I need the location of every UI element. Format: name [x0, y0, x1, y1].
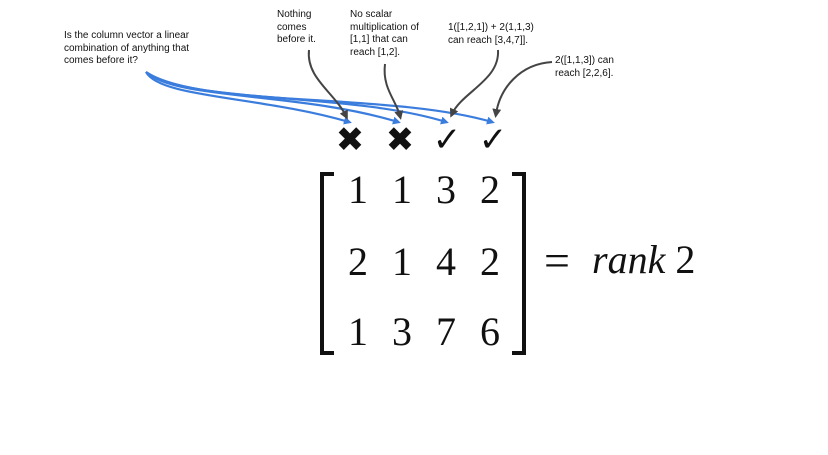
rank-value: 2 — [675, 237, 696, 282]
checkmark-icon: ✓ — [432, 120, 462, 160]
cross-icon: ✖ — [385, 120, 415, 160]
annotation-no-scalar: No scalar multiplication of [1,1] that c… — [350, 9, 419, 58]
matrix-cell: 4 — [436, 239, 456, 284]
matrix-cell: 3 — [436, 167, 456, 212]
gray-arrow-nothing — [307, 49, 348, 120]
matrix-cell: 2 — [348, 239, 368, 284]
gray-arrow-lincomb — [449, 49, 500, 118]
rank-word: rank — [592, 237, 666, 282]
cross-icon: ✖ — [335, 120, 365, 160]
matrix-cell: 1 — [392, 167, 412, 212]
matrix-bracket-left — [320, 172, 334, 355]
matrix-cell: 2 — [480, 167, 500, 212]
annotation-linear-combination: 1([1,2,1]) + 2(1,1,3) can reach [3,4,7]]… — [448, 22, 534, 46]
gray-arrow-scalar — [383, 63, 404, 120]
matrix-cell: 2 — [480, 239, 500, 284]
blue-arrow-col-1 — [145, 71, 352, 125]
matrix-cell: 3 — [392, 309, 412, 354]
rank-result: rank 2 — [592, 236, 695, 284]
gray-arrow-scaled — [492, 61, 553, 118]
annotation-scaled: 2([1,1,3]) can reach [2,2,6]. — [555, 55, 614, 79]
blue-arrow-col-4 — [145, 71, 495, 125]
matrix-cell: 6 — [480, 309, 500, 354]
matrix-cell: 1 — [392, 239, 412, 284]
annotation-question: Is the column vector a linear combinatio… — [64, 30, 190, 66]
equals-sign: = — [544, 235, 570, 286]
matrix-cell: 1 — [348, 167, 368, 212]
blue-arrow-col-3 — [145, 71, 449, 125]
matrix-cell: 7 — [436, 309, 456, 354]
checkmark-icon: ✓ — [478, 120, 508, 160]
matrix-bracket-right — [512, 172, 526, 355]
matrix-cell: 1 — [348, 309, 368, 354]
annotation-nothing-before: Nothing comes before it. — [277, 9, 316, 45]
